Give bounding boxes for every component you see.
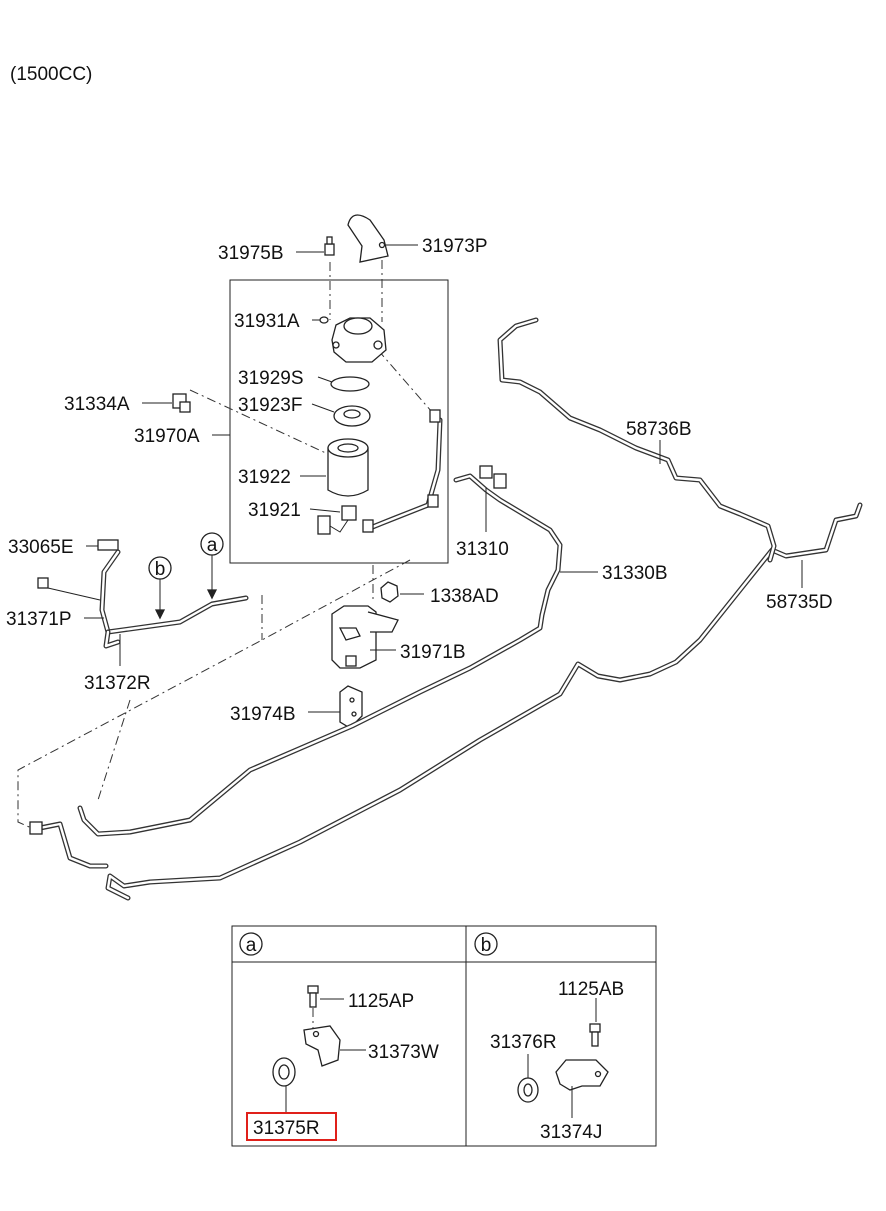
pipe-end-fitting — [29, 821, 43, 835]
screw-31975B[interactable] — [324, 236, 335, 256]
bolt-1125AP[interactable] — [307, 985, 319, 1008]
filter-head[interactable] — [331, 317, 387, 363]
grommet-31376R[interactable] — [517, 1077, 539, 1103]
label-31921: 31921 — [248, 500, 301, 521]
leader-line — [311, 403, 335, 413]
callout-a[interactable]: a — [200, 532, 224, 556]
label-31330B: 31330B — [602, 563, 668, 584]
connector-33065E[interactable] — [37, 539, 119, 589]
filter-cartridge-31922[interactable] — [327, 438, 369, 497]
pipe-58735D[interactable] — [105, 502, 863, 901]
filter-hose — [367, 417, 443, 531]
oring-31929S[interactable] — [330, 376, 370, 392]
callout-arrow — [154, 609, 166, 620]
label-31974B: 31974B — [230, 704, 296, 725]
connector-31310[interactable] — [479, 465, 507, 489]
sensor-31921[interactable] — [317, 505, 357, 535]
label-31310: 31310 — [456, 539, 509, 560]
callout-a-label: a — [207, 535, 218, 556]
label-31334A: 31334A — [64, 394, 130, 415]
hose-clip — [362, 519, 374, 533]
pipe-31372R-inner — [100, 550, 248, 634]
bracket-31974B[interactable] — [339, 685, 363, 729]
label-31375R[interactable]: 31375R — [253, 1118, 320, 1139]
label-58735D: 58735D — [766, 592, 833, 613]
assembly-dash-line — [17, 559, 411, 831]
leader-line — [309, 508, 341, 513]
label-31371P: 31371P — [6, 609, 72, 630]
label-31373W: 31373W — [368, 1042, 439, 1063]
bracket-31971B[interactable] — [331, 605, 399, 669]
label-31970A: 31970A — [134, 426, 200, 447]
assembly-dash-line — [97, 699, 131, 801]
detail-a-header-label: a — [246, 935, 257, 956]
pipe-31372R[interactable] — [99, 549, 249, 635]
bolt-1125AB[interactable] — [589, 1023, 601, 1047]
hose-clip — [429, 409, 441, 423]
nut-1338AD[interactable] — [380, 581, 399, 603]
callout-b-label: b — [155, 559, 166, 580]
filter-assembly-box — [229, 279, 449, 564]
label-1338AD: 1338AD — [430, 586, 499, 607]
bracket-31374J[interactable] — [555, 1059, 609, 1091]
hose-clip — [427, 494, 439, 508]
label-31929S: 31929S — [238, 368, 304, 389]
detail-b-header-label: b — [481, 935, 492, 956]
clip-31334A[interactable] — [172, 393, 191, 413]
callout-b[interactable]: b — [148, 556, 172, 580]
oring-31931A[interactable] — [319, 316, 329, 324]
pipe-31371P-inner — [104, 630, 120, 648]
pipe-31330B-inner — [78, 474, 562, 836]
grommet-31375R[interactable] — [272, 1057, 296, 1087]
engine-spec-label: (1500CC) — [10, 64, 92, 85]
clamp-31373W[interactable] — [303, 1025, 341, 1067]
label-1125AB: 1125AB — [558, 979, 624, 1000]
pipe-front-branch-inner — [38, 822, 108, 868]
bracket-31973P[interactable] — [347, 214, 389, 263]
leader-line — [47, 587, 101, 601]
label-31931A: 31931A — [234, 311, 300, 332]
label-31372R: 31372R — [84, 673, 151, 694]
assembly-dash-line — [377, 349, 433, 413]
label-31376R: 31376R — [490, 1032, 557, 1053]
label-31374J: 31374J — [540, 1122, 602, 1143]
label-31971B: 31971B — [400, 642, 466, 663]
label-1125AP: 1125AP — [348, 991, 414, 1012]
highlight-31375R — [246, 1112, 337, 1141]
detail-a-header: a — [239, 932, 263, 956]
label-31975B: 31975B — [218, 243, 284, 264]
label-31923F: 31923F — [238, 395, 302, 416]
label-33065E: 33065E — [8, 537, 74, 558]
pipe-58735D-inner — [106, 503, 862, 900]
sensor-31923F[interactable] — [333, 405, 371, 427]
label-31973P: 31973P — [422, 236, 488, 257]
detail-b-header: b — [474, 932, 498, 956]
detail-table — [231, 925, 657, 1147]
callout-arrow — [206, 589, 218, 600]
label-58736B: 58736B — [626, 419, 692, 440]
label-31922: 31922 — [238, 467, 291, 488]
leader-line — [317, 376, 333, 383]
pipe-58736B-inner — [498, 318, 776, 562]
assembly-dash-line — [189, 389, 331, 456]
